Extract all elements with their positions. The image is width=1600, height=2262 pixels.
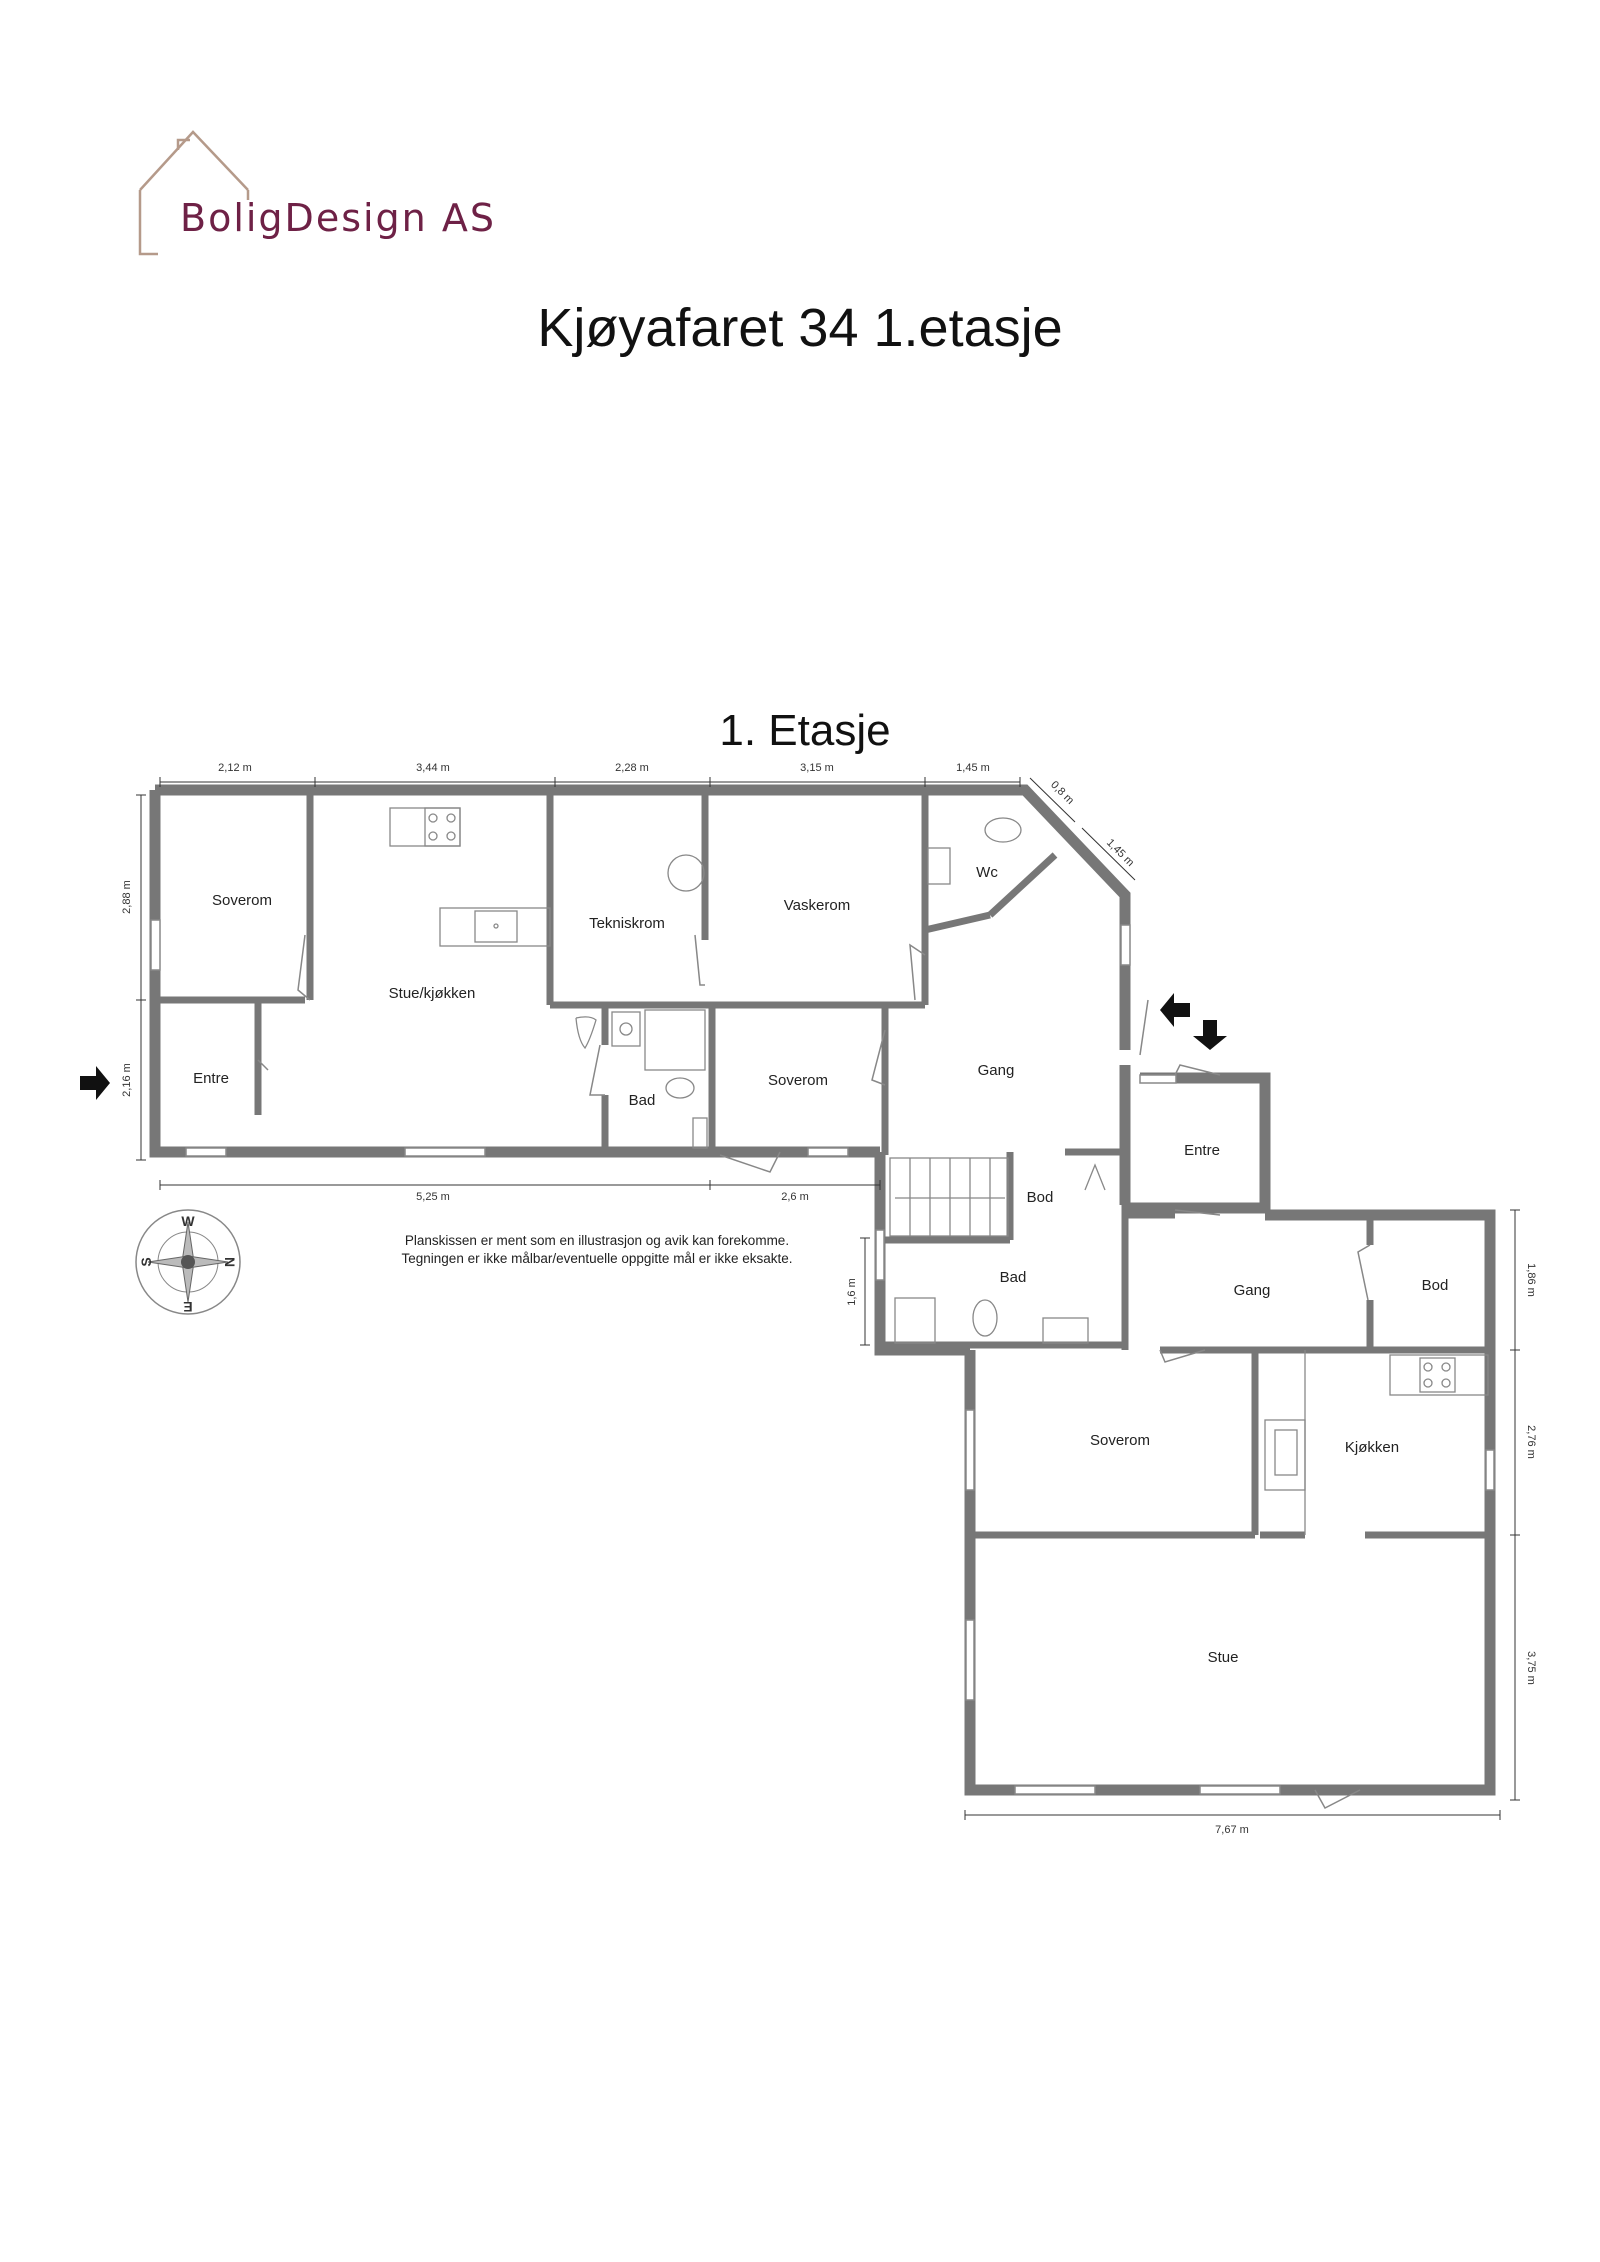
arrow-left-icon (1160, 993, 1190, 1027)
dim-top-5: 1,45 m (956, 762, 990, 774)
room-bad-lower: Bad (1000, 1269, 1027, 1286)
arrow-down-icon (1193, 1020, 1227, 1050)
room-stue-kjokken: Stue/kjøkken (389, 985, 476, 1002)
dim-diag-1: 0,8 m (1048, 779, 1076, 807)
compass-n: N (222, 1257, 238, 1267)
interior-walls (155, 795, 1490, 1539)
dim-left-1: 2,88 m (121, 880, 133, 914)
floor-label: 1. Etasje (719, 706, 890, 755)
dim-top-1: 2,12 m (218, 762, 252, 774)
disclaimer-line2: Tegningen er ikke målbar/eventuelle oppg… (402, 1251, 793, 1266)
room-bod-e: Bod (1422, 1277, 1449, 1294)
page-title: Kjøyafaret 34 1.etasje (537, 298, 1063, 358)
room-entre-w: Entre (193, 1070, 229, 1087)
dimension-lines (136, 777, 1520, 1820)
dim-right-1: 1,86 m (1525, 1263, 1537, 1297)
compass-icon: W E S N (135, 1209, 241, 1315)
dim-bad-height: 1,6 m (846, 1278, 858, 1306)
room-soverom-s: Soverom (1090, 1432, 1150, 1449)
room-wc: Wc (976, 864, 998, 881)
dim-bottom-1: 5,25 m (416, 1191, 450, 1203)
windows (150, 919, 1495, 1795)
logo-house-icon (139, 130, 249, 191)
room-bad-small: Bad (629, 1092, 656, 1109)
entrance-arrows (80, 993, 1227, 1100)
room-soverom-nw: Soverom (212, 892, 272, 909)
doors (257, 934, 1371, 1809)
room-gang-mid: Gang (978, 1062, 1015, 1079)
arrow-right-icon (80, 1066, 110, 1100)
room-stue: Stue (1208, 1649, 1239, 1666)
fixtures (389, 807, 1489, 1535)
compass-s: S (138, 1257, 154, 1266)
room-soverom-mid: Soverom (768, 1072, 828, 1089)
room-bod-stairs: Bod (1027, 1189, 1054, 1206)
compass-e: E (183, 1299, 192, 1315)
logo-text: BoligDesign AS (180, 196, 496, 240)
outer-walls (149, 784, 1496, 1796)
room-entre-e: Entre (1184, 1142, 1220, 1159)
dim-left-2: 2,16 m (121, 1063, 133, 1097)
dim-top-3: 2,28 m (615, 762, 649, 774)
dim-bottom-2: 2,6 m (781, 1191, 809, 1203)
dimension-labels: 2,12 m 3,44 m 2,28 m 3,15 m 1,45 m 0,8 m… (121, 762, 1537, 1836)
room-labels: Soverom Stue/kjøkken Tekniskrom Vaskerom… (193, 864, 1448, 1666)
dim-right-3: 3,75 m (1525, 1651, 1537, 1685)
room-gang-e: Gang (1234, 1282, 1271, 1299)
room-tekniskrom: Tekniskrom (589, 915, 665, 932)
dim-bottom-wide: 7,67 m (1215, 1824, 1249, 1836)
dim-right-2: 2,76 m (1525, 1425, 1537, 1459)
dim-top-2: 3,44 m (416, 762, 450, 774)
dim-top-4: 3,15 m (800, 762, 834, 774)
dim-diag-2: 1,45 m (1104, 837, 1136, 869)
room-kjokken: Kjøkken (1345, 1439, 1399, 1456)
compass-w: W (181, 1213, 195, 1229)
company-logo (138, 130, 250, 256)
room-vaskerom: Vaskerom (784, 897, 850, 914)
disclaimer-line1: Planskissen er ment som en illustrasjon … (405, 1233, 789, 1248)
